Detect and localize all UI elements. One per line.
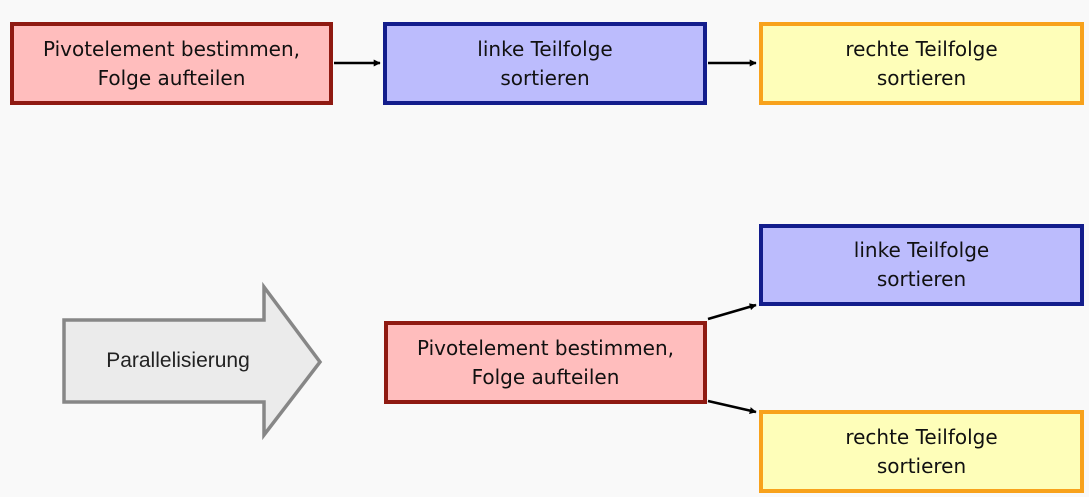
par-arrow-partition-to-left [707, 303, 757, 321]
seq-left-sort-line2: sortieren [500, 65, 590, 90]
par-right-sort-line1: rechte Teilfolge [845, 424, 998, 449]
parallelization-arrow [62, 281, 323, 441]
par-partition-line1: Pivotelement bestimmen, [416, 335, 675, 360]
par-left-sort-box: linke Teilfolge sortieren [759, 224, 1084, 306]
par-left-sort-line2: sortieren [876, 267, 967, 291]
par-right-sort-line2: sortieren [876, 453, 967, 478]
par-right-sort-box: rechte Teilfolge sortieren [759, 410, 1084, 493]
seq-left-sort-box: linke Teilfolge sortieren [383, 22, 707, 105]
seq-right-sort-box: rechte Teilfolge sortieren [759, 22, 1084, 105]
seq-right-sort-line2: sortieren [876, 65, 967, 90]
seq-left-sort-line1: linke Teilfolge [477, 36, 613, 61]
par-left-sort-line1: linke Teilfolge [853, 238, 990, 262]
par-partition-box: Pivotelement bestimmen, Folge aufteilen [384, 321, 707, 404]
seq-partition-line1: Pivotelement bestimmen, [42, 36, 301, 61]
parallelization-label: Parallelisierung [106, 349, 250, 372]
par-arrow-partition-to-right [707, 399, 757, 415]
seq-right-sort-line1: rechte Teilfolge [845, 36, 998, 61]
seq-partition-box: Pivotelement bestimmen, Folge aufteilen [10, 22, 333, 105]
par-partition-line2: Folge aufteilen [471, 364, 620, 389]
seq-partition-line2: Folge aufteilen [97, 65, 246, 90]
